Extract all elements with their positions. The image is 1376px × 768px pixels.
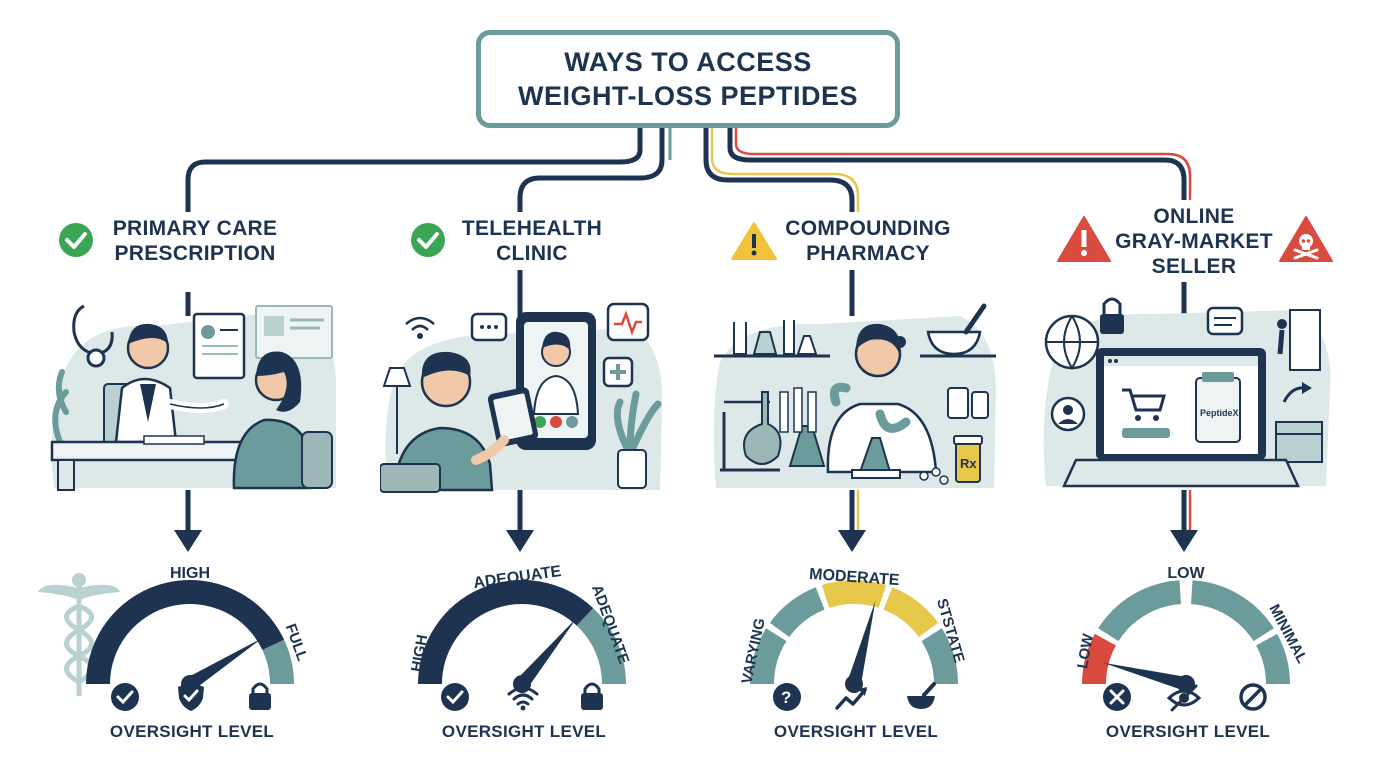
skull-crossbones-warning-icon [1279, 216, 1333, 262]
gauge-segment [883, 587, 939, 638]
gauge-needle [516, 617, 577, 689]
rx-label: Rx [960, 456, 977, 471]
gauge-segment [769, 587, 825, 638]
footer-oversight-level: OVERSIGHT LEVEL [773, 722, 939, 741]
lock-icon [249, 682, 271, 710]
gauge-needle [1102, 662, 1188, 691]
gauge-segment [921, 628, 958, 685]
lock-icon [581, 682, 603, 710]
gauge-segment [1082, 633, 1117, 685]
connector-gray-market [727, 128, 1187, 200]
title-box: WAYS TO ACCESS WEIGHT-LOSS PEPTIDES [476, 30, 900, 128]
gauge-segment [418, 580, 594, 685]
arrow-down-icon [838, 530, 866, 552]
arrow-down-icon [506, 530, 534, 552]
caduceus-icon [38, 573, 120, 696]
title-line-1: WAYS TO ACCESS [564, 47, 812, 77]
product-label: PeptideX [1200, 408, 1239, 418]
gauge-segment [1098, 580, 1182, 642]
gauge-needle [186, 637, 263, 690]
gauge-left-label: LOW [1074, 632, 1097, 670]
question-circle-icon: ? [773, 683, 801, 711]
warning-triangle-icon [1057, 216, 1111, 262]
connector-primary-care [185, 128, 643, 212]
column-title-compounding: COMPOUNDING PHARMACY [785, 217, 951, 265]
check-circle-icon [59, 223, 93, 257]
gauge-hub [1177, 675, 1195, 693]
mortar-pestle-icon [907, 682, 936, 709]
footer-oversight-level: OVERSIGHT LEVEL [441, 722, 607, 741]
gauge-segment [576, 608, 626, 685]
gauge-top-label: MODERATE [809, 566, 901, 589]
gauge-top-label: LOW [1167, 565, 1205, 582]
footer-oversight-level: OVERSIGHT LEVEL [109, 722, 275, 741]
gauge-segment [86, 580, 285, 685]
illustration-primary-care [50, 304, 337, 491]
column-title-primary-care: PRIMARY CARE PRESCRIPTION [112, 217, 278, 265]
column-title-telehealth: TELEHEALTH CLINIC [461, 217, 603, 265]
x-circle-icon [1103, 683, 1131, 711]
illustration-compounding: Rx [713, 303, 996, 488]
wifi-icon [507, 686, 539, 711]
title-line-2: WEIGHT-LOSS PEPTIDES [517, 81, 859, 111]
footer-oversight-level: OVERSIGHT LEVEL [1105, 722, 1271, 741]
trend-up-icon [835, 687, 867, 710]
check-circle-icon [411, 223, 445, 257]
gauge-left-label: HIGH [408, 633, 431, 673]
gauge-segment [262, 639, 294, 685]
column-title-gray-market: ONLINE GRAY-MARKET SELLER [1115, 205, 1273, 278]
warning-triangle-icon [731, 222, 777, 260]
eye-off-icon [1166, 684, 1202, 712]
arrow-down-icon [1170, 530, 1198, 552]
illustration-telehealth [380, 302, 663, 493]
illustration-gray-market: PeptideX [1043, 297, 1331, 488]
check-circle-icon [111, 683, 139, 711]
prohibited-icon [1239, 683, 1267, 711]
shield-check-icon [178, 682, 204, 711]
gauge-segment [1190, 580, 1274, 642]
gauge-segment [821, 580, 887, 609]
svg-text:?: ? [781, 688, 791, 707]
connector-compounding [703, 128, 855, 212]
gauge-segment [1255, 633, 1290, 685]
gauge-needle [847, 600, 876, 686]
gauge-segment [750, 628, 787, 685]
gauge-top-label: HIGH [170, 565, 210, 582]
check-circle-icon [441, 683, 469, 711]
connector-telehealth [517, 128, 665, 212]
gauge-hub [845, 675, 863, 693]
arrow-down-icon [174, 530, 202, 552]
